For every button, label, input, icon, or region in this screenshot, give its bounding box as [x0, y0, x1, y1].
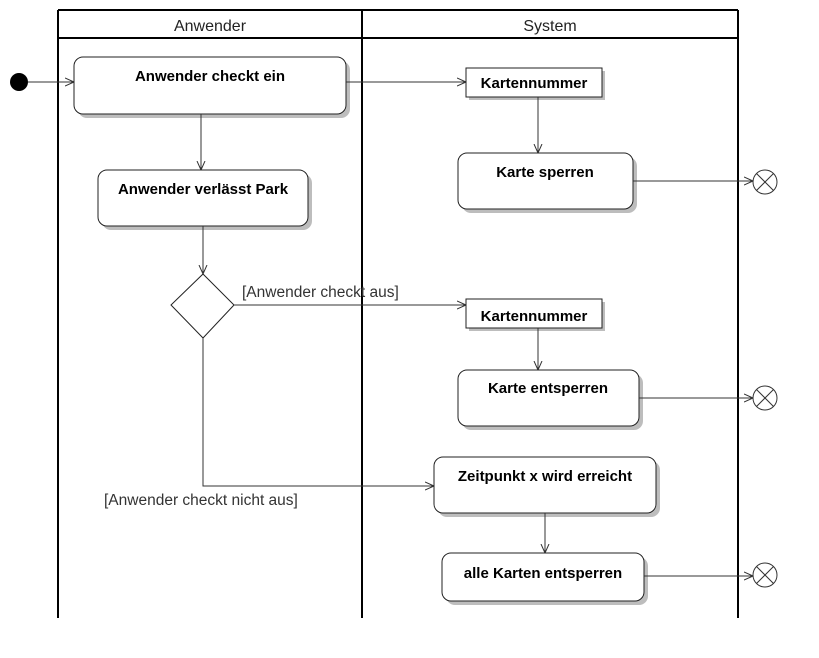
- guard-checks-out: [Anwender checkt aus]: [242, 284, 399, 301]
- object-card-number-1: Kartennummer: [465, 67, 605, 100]
- initial-node: [10, 73, 28, 91]
- action-checkin: Anwender checkt ein: [73, 56, 350, 118]
- object-card-number-1-label: Kartennummer: [481, 75, 588, 92]
- action-unlock-card: Karte entsperren: [457, 369, 643, 430]
- lane-title-system: System: [523, 18, 576, 35]
- action-lock-card-label: Karte sperren: [496, 164, 594, 181]
- flow-final-node-2: [752, 385, 778, 411]
- action-unlock-card-label: Karte entsperren: [488, 380, 608, 397]
- decision-node: [170, 273, 235, 339]
- flow-final-node-3: [752, 562, 778, 588]
- action-unlock-all-label: alle Karten entsperren: [464, 565, 622, 582]
- action-lock-card: Karte sperren: [457, 152, 637, 213]
- action-leave-park: Anwender verlässt Park: [97, 169, 312, 230]
- swimlane-frame: [57, 9, 739, 618]
- lane-title-anwender: Anwender: [174, 18, 247, 35]
- guard-not-checks-out: [Anwender checkt nicht aus]: [104, 492, 298, 509]
- action-time-reached-label: Zeitpunkt x wird erreicht: [458, 468, 632, 485]
- action-leave-park-label: Anwender verlässt Park: [118, 181, 289, 198]
- action-checkin-label: Anwender checkt ein: [135, 68, 285, 85]
- flow-decision-to-time: [202, 338, 434, 486]
- action-unlock-all: alle Karten entsperren: [441, 552, 648, 605]
- object-card-number-2: Kartennummer: [465, 298, 605, 331]
- object-card-number-2-label: Kartennummer: [481, 308, 588, 325]
- action-time-reached: Zeitpunkt x wird erreicht: [433, 456, 660, 517]
- flow-final-node-1: [752, 169, 778, 195]
